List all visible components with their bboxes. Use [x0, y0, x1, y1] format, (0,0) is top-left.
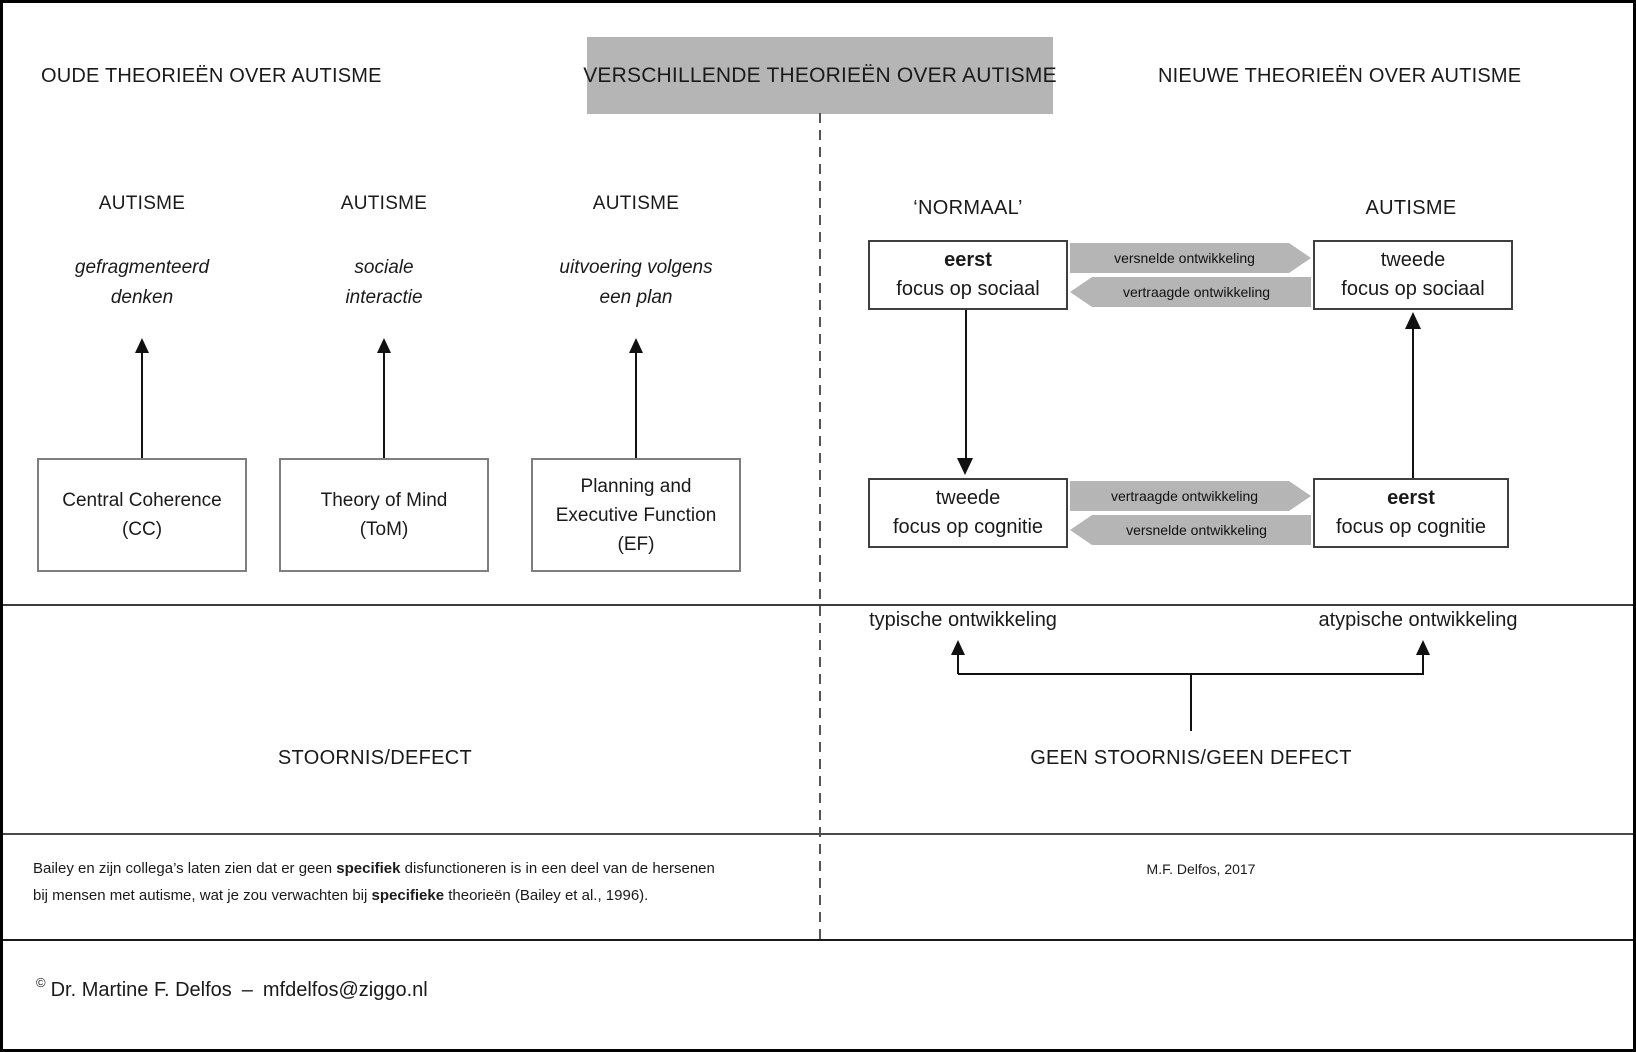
column-label-autisme: AUTISME	[340, 193, 428, 214]
up-arrow-stem	[635, 353, 637, 458]
flow-arrow-right-cognition: vertraagde ontwikkeling	[1070, 481, 1311, 511]
up-arrow-icon-right	[1405, 312, 1421, 329]
flow-label: versnelde ontwikkeling	[1114, 250, 1255, 266]
box-autisme-first-cognition: eerst focus op cognitie	[1313, 478, 1509, 548]
footer-author: Dr. Martine F. Delfos	[50, 979, 232, 1001]
column-description: gefragmenteerd denken	[37, 253, 247, 313]
footer-copyright-line: © Dr. Martine F. Delfos–mfdelfos@ziggo.nl	[36, 975, 428, 1002]
verdict-geen-stoornis: GEEN STOORNIS/GEEN DEFECT	[1030, 747, 1352, 769]
bracket-left-arrow-icon	[951, 640, 965, 655]
footnote-line: bij mensen met autisme, wat je zou verwa…	[33, 887, 649, 904]
footer-separator: –	[241, 979, 253, 1001]
theory-line: Planning and	[580, 475, 692, 497]
footnote-line: Bailey en zijn collega’s laten zien dat …	[33, 860, 715, 877]
box-line: focus op cognitie	[1335, 516, 1487, 538]
box-normal-first-social: eerst focus op sociaal	[868, 240, 1068, 310]
label-autisme-right: AUTISME	[1365, 197, 1457, 219]
flow-arrow-left-social: vertraagde ontwikkeling	[1070, 277, 1311, 307]
horizontal-divider-3	[3, 939, 1633, 941]
header-new-theories: NIEUWE THEORIEËN OVER AUTISME	[1158, 65, 1522, 87]
bracket-center-stem	[1190, 673, 1192, 731]
label-normaal: ‘NORMAAL’	[913, 197, 1023, 219]
description-line: uitvoering volgens	[559, 257, 713, 278]
header-center-box: VERSCHILLENDE THEORIEËN OVER AUTISME	[583, 37, 1057, 114]
theory-line: (ToM)	[359, 519, 409, 540]
description-line: denken	[110, 287, 174, 308]
description-line: een plan	[599, 287, 673, 308]
up-arrow-stem-right	[1412, 328, 1414, 478]
box-normal-second-cognition: tweede focus op cognitie	[868, 478, 1068, 548]
old-theory-column-ef: AUTISME uitvoering volgens een plan Plan…	[531, 193, 741, 573]
verdict-stoornis: STOORNIS/DEFECT	[277, 747, 473, 769]
box-line-emphasis: eerst	[944, 249, 992, 271]
flow-arrow-left-cognition: versnelde ontwikkeling	[1070, 515, 1311, 545]
footer-email: mfdelfos@ziggo.nl	[262, 979, 428, 1001]
theory-line: (CC)	[121, 519, 163, 540]
header-old-theories: OUDE THEORIEËN OVER AUTISME	[41, 65, 382, 87]
theory-box-central-coherence: Central Coherence (CC)	[37, 458, 247, 572]
up-arrow-stem	[383, 353, 385, 458]
box-line-emphasis: eerst	[1387, 487, 1435, 509]
bracket-left-stem	[957, 654, 959, 674]
column-description: sociale interactie	[279, 253, 489, 313]
theory-line: (EF)	[617, 533, 655, 555]
theory-box-theory-of-mind: Theory of Mind (ToM)	[279, 458, 489, 572]
box-line: focus op sociaal	[896, 278, 1040, 300]
flow-arrow-right-social: versnelde ontwikkeling	[1070, 243, 1311, 273]
description-line: gefragmenteerd	[74, 257, 210, 278]
description-line: interactie	[345, 287, 423, 308]
vertical-dashed-divider	[819, 113, 821, 939]
up-arrow-icon	[135, 338, 149, 353]
flow-label: versnelde ontwikkeling	[1126, 522, 1267, 538]
old-theory-column-tom: AUTISME sociale interactie Theory of Min…	[279, 193, 489, 573]
down-arrow-icon	[957, 458, 973, 475]
theory-line: Central Coherence	[62, 490, 222, 511]
footnote-bailey: Bailey en zijn collega’s laten zien dat …	[33, 855, 715, 909]
copyright-icon: ©	[36, 975, 46, 990]
bracket-right-stem	[1422, 654, 1424, 674]
old-theory-column-cc: AUTISME gefragmenteerd denken Central Co…	[37, 193, 247, 573]
header-center-title: VERSCHILLENDE THEORIEËN OVER AUTISME	[583, 63, 1057, 87]
description-line: sociale	[354, 257, 414, 278]
up-arrow-icon	[629, 338, 643, 353]
up-arrow-icon	[377, 338, 391, 353]
up-arrow-stem	[141, 353, 143, 458]
theory-line: Theory of Mind	[320, 490, 448, 511]
column-label-autisme: AUTISME	[98, 193, 186, 214]
box-line: tweede	[935, 487, 1001, 509]
down-arrow-stem	[965, 310, 967, 460]
box-autisme-second-social: tweede focus op sociaal	[1313, 240, 1513, 310]
theory-box-executive-function: Planning and Executive Function (EF)	[531, 458, 741, 572]
flow-label: vertraagde ontwikkeling	[1122, 284, 1271, 300]
horizontal-divider-1	[3, 604, 1633, 606]
theory-line: Executive Function	[555, 504, 717, 526]
label-atypical-development: atypische ontwikkeling	[1318, 609, 1518, 631]
credit-line: M.F. Delfos, 2017	[1146, 861, 1256, 877]
label-typical-development: typische ontwikkeling	[869, 609, 1057, 631]
box-line: focus op sociaal	[1341, 278, 1485, 300]
horizontal-divider-2	[3, 833, 1633, 835]
box-line: focus op cognitie	[892, 516, 1044, 538]
flow-label: vertraagde ontwikkeling	[1110, 488, 1259, 504]
box-line: tweede	[1380, 249, 1446, 271]
column-label-autisme: AUTISME	[592, 193, 680, 214]
column-description: uitvoering volgens een plan	[531, 253, 741, 313]
bracket-right-arrow-icon	[1416, 640, 1430, 655]
